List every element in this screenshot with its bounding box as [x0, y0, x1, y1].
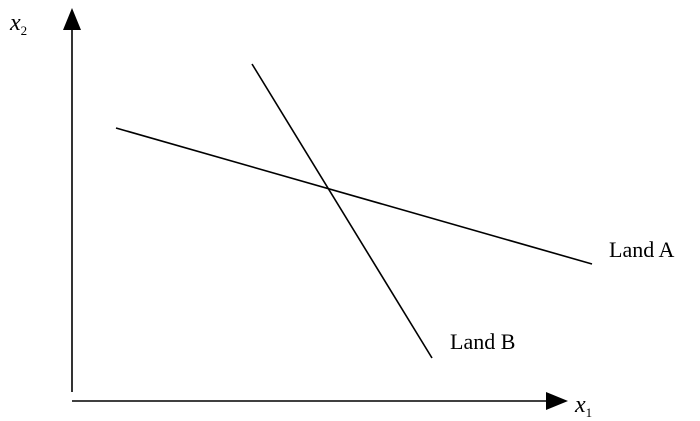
x-axis-label: x1	[574, 392, 592, 420]
x-axis-label-base: x	[574, 392, 586, 418]
land-a-label: Land A	[609, 237, 674, 262]
x-axis-arrowhead	[546, 392, 568, 410]
y-axis-label: x2	[9, 10, 27, 38]
y-axis-label-base: x	[9, 10, 21, 36]
y-axis-arrowhead	[63, 8, 81, 30]
land-a-line	[115, 127, 593, 265]
x-axis-label-subscript: 1	[586, 405, 593, 420]
y-axis-label-subscript: 2	[21, 23, 28, 38]
land-b-line	[251, 63, 433, 359]
land-b-label: Land B	[450, 329, 515, 354]
